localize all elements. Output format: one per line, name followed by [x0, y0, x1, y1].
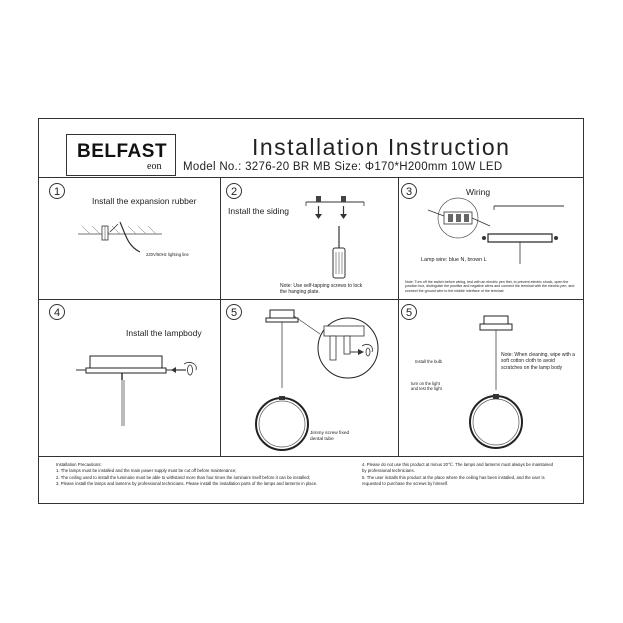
step-4-title: Install the lampbody [126, 328, 202, 338]
precaution-item: 3. Please install the lamps and lanterns… [56, 481, 318, 487]
step-5b-note: Note: When cleaning, wipe with a soft co… [501, 352, 575, 371]
column-divider-2 [398, 177, 399, 456]
instruction-sheet [38, 118, 584, 504]
precautions-left: Installation Precautions: 1. The lamps m… [56, 462, 356, 488]
brand-logo: BELFAST eon [66, 134, 176, 176]
step-3-illustration [427, 197, 564, 264]
header-divider [38, 177, 584, 178]
step-3-note: Lamp wire: blue N, brown L [421, 257, 487, 263]
step-5b-label-test: turn on the light and test the light [411, 381, 442, 392]
column-divider-1 [220, 177, 221, 456]
precautions-right: 4. Please do not use this product at min… [362, 462, 572, 488]
step-5a-note: Jimmy screw fixed dental tube [310, 431, 350, 442]
step-1-title: Install the expansion rubber [92, 196, 197, 206]
logo-main-text: BELFAST [77, 141, 168, 162]
step-3-warning: Note: Turn off the switch before wiring,… [405, 280, 575, 293]
notes-divider [38, 456, 584, 457]
precautions-heading: Installation Precautions: [56, 462, 102, 467]
step-5b-label-bulb: Install the bulb [415, 359, 443, 364]
precaution-item: 2. The ceiling used to install the lumin… [56, 474, 311, 480]
step-1-number: 1 [49, 183, 65, 199]
step-3-title: Wiring [466, 187, 491, 197]
precaution-item: 1. The lamps must be installed and the m… [56, 468, 237, 474]
step-2-illustration [305, 196, 365, 279]
step-1-note: 220V/50Hz lighting line [146, 252, 189, 257]
precaution-item: requested to purchase the screws by hims… [362, 481, 449, 487]
step-2-note: Note: Use self-tapping screws to lock th… [280, 283, 363, 296]
step-4-number: 4 [49, 304, 65, 320]
step-1-illustration [78, 221, 162, 253]
step-4-illustration [76, 355, 197, 426]
step-5a-number: 5 [226, 304, 242, 320]
step-5b-number: 5 [401, 304, 417, 320]
step-5b-illustration [469, 315, 523, 449]
step-3-number: 3 [401, 183, 417, 199]
step-2-title: Install the siding [228, 206, 289, 216]
precaution-item: by professional technicians. [362, 468, 415, 474]
model-info: Model No.: 3276-20 BR MB Size: Φ170*H200… [183, 161, 503, 173]
step-2-number: 2 [226, 183, 242, 199]
logo-sub-text: eon [147, 161, 162, 172]
step-5a-illustration [255, 309, 379, 451]
precaution-item: 4. Please do not use this product at min… [362, 462, 554, 467]
row-divider [38, 299, 584, 300]
precaution-item: 5. The user installs this product at the… [362, 474, 545, 480]
page-title: Installation Instruction [252, 134, 511, 160]
